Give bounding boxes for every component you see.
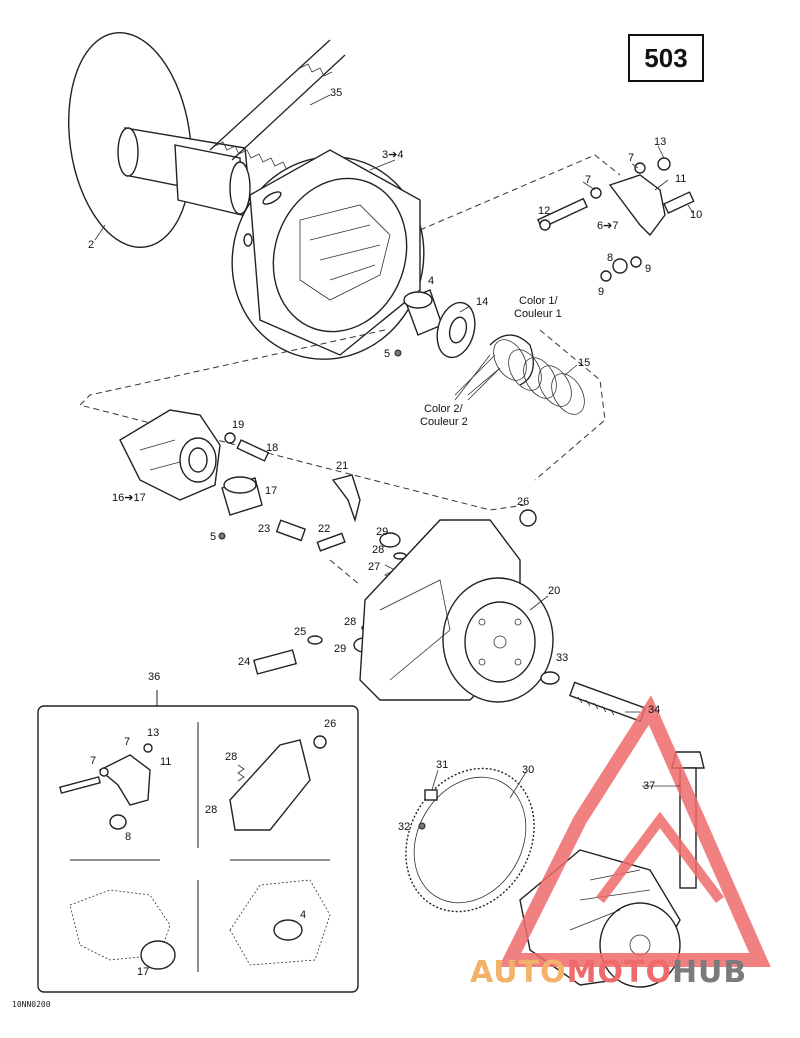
leader-lines (94, 94, 694, 799)
callout-19: 19 (232, 419, 244, 431)
callout-27: 27 (368, 561, 380, 573)
callout-22: 22 (318, 523, 330, 535)
callout-5a: 5 (384, 348, 390, 360)
ring-gear-part (405, 767, 535, 913)
color1-line1: Color 1/ (519, 295, 558, 307)
callout-6-7: 6➔7 (597, 220, 618, 232)
callout-15: 15 (578, 357, 590, 369)
inset-callout-8: 8 (125, 831, 131, 843)
callout-31: 31 (436, 759, 448, 771)
callout-28a: 28 (372, 544, 384, 556)
diagram-code: 10NN0200 (12, 1000, 51, 1009)
callout-5b: 5 (210, 531, 216, 543)
inset-callout-7b: 7 (90, 755, 96, 767)
callout-8: 8 (607, 252, 613, 264)
watermark-part2: MOTO (566, 955, 672, 990)
callout-23: 23 (258, 523, 270, 535)
inset-callout-4: 4 (300, 909, 306, 921)
watermark-text: AUTOMOTOHUB (470, 955, 747, 990)
inset-callout-11: 11 (160, 756, 171, 768)
callout-7a: 7 (628, 152, 634, 164)
callout-10: 10 (690, 209, 702, 221)
callout-36: 36 (148, 671, 160, 683)
callout-37: 37 (643, 780, 655, 792)
inset-callout-13: 13 (147, 727, 159, 739)
page-number: 503 (644, 42, 688, 73)
callout-32: 32 (398, 821, 410, 833)
callout-21: 21 (336, 460, 348, 472)
callout-12: 12 (538, 205, 550, 217)
drive-sheave-part (68, 32, 251, 248)
watermark-logo (498, 695, 771, 967)
callout-29b: 29 (334, 643, 346, 655)
color1-line2: Couleur 1 (514, 308, 562, 320)
callout-2: 2 (88, 239, 94, 251)
bushing-washer-parts (394, 289, 476, 359)
inset-callout-28b: 28 (205, 804, 217, 816)
inset-callout-26: 26 (324, 718, 336, 730)
callout-7b: 7 (585, 174, 591, 186)
inset-box-variants (37, 690, 359, 993)
pulley-housing-part (231, 149, 425, 360)
callout-17: 17 (265, 485, 277, 497)
callout-13: 13 (654, 136, 666, 148)
callout-30: 30 (522, 764, 534, 776)
callout-labels: 35 2 3➔4 13 7 7 11 12 6➔7 10 8 9 9 4 14 … (88, 87, 702, 978)
callout-26: 26 (517, 496, 529, 508)
callout-4: 4 (428, 275, 434, 287)
lever-arm-assembly (537, 157, 695, 282)
callout-29a: 29 (376, 526, 388, 538)
callout-28b: 28 (344, 616, 356, 628)
callout-9a: 9 (645, 263, 651, 275)
callout-34: 34 (648, 704, 660, 716)
fixed-sheave-part (253, 519, 647, 723)
color2-line2: Couleur 2 (420, 416, 468, 428)
watermark-part3: HUB (671, 955, 748, 990)
watermark-part1: AUTO (470, 955, 567, 990)
callout-16-17: 16➔17 (112, 492, 146, 504)
callout-25: 25 (294, 626, 306, 638)
callout-9b: 9 (598, 286, 604, 298)
assembly-guide-lines (79, 154, 621, 586)
callout-11: 11 (675, 173, 686, 185)
callout-3-4: 3➔4 (382, 149, 403, 161)
callout-24: 24 (238, 656, 250, 668)
callout-18: 18 (266, 442, 278, 454)
callout-20: 20 (548, 585, 560, 597)
page-number-box: 503 (628, 34, 704, 82)
inset-callout-28a: 28 (225, 751, 237, 763)
inset-callout-17: 17 (137, 966, 149, 978)
color2-line1: Color 2/ (424, 403, 463, 415)
callout-14: 14 (476, 296, 488, 308)
callout-35: 35 (330, 87, 342, 99)
inset-callout-7a: 7 (124, 736, 130, 748)
callout-33: 33 (556, 652, 568, 664)
spring-part (454, 334, 585, 415)
spider-part (119, 409, 270, 540)
